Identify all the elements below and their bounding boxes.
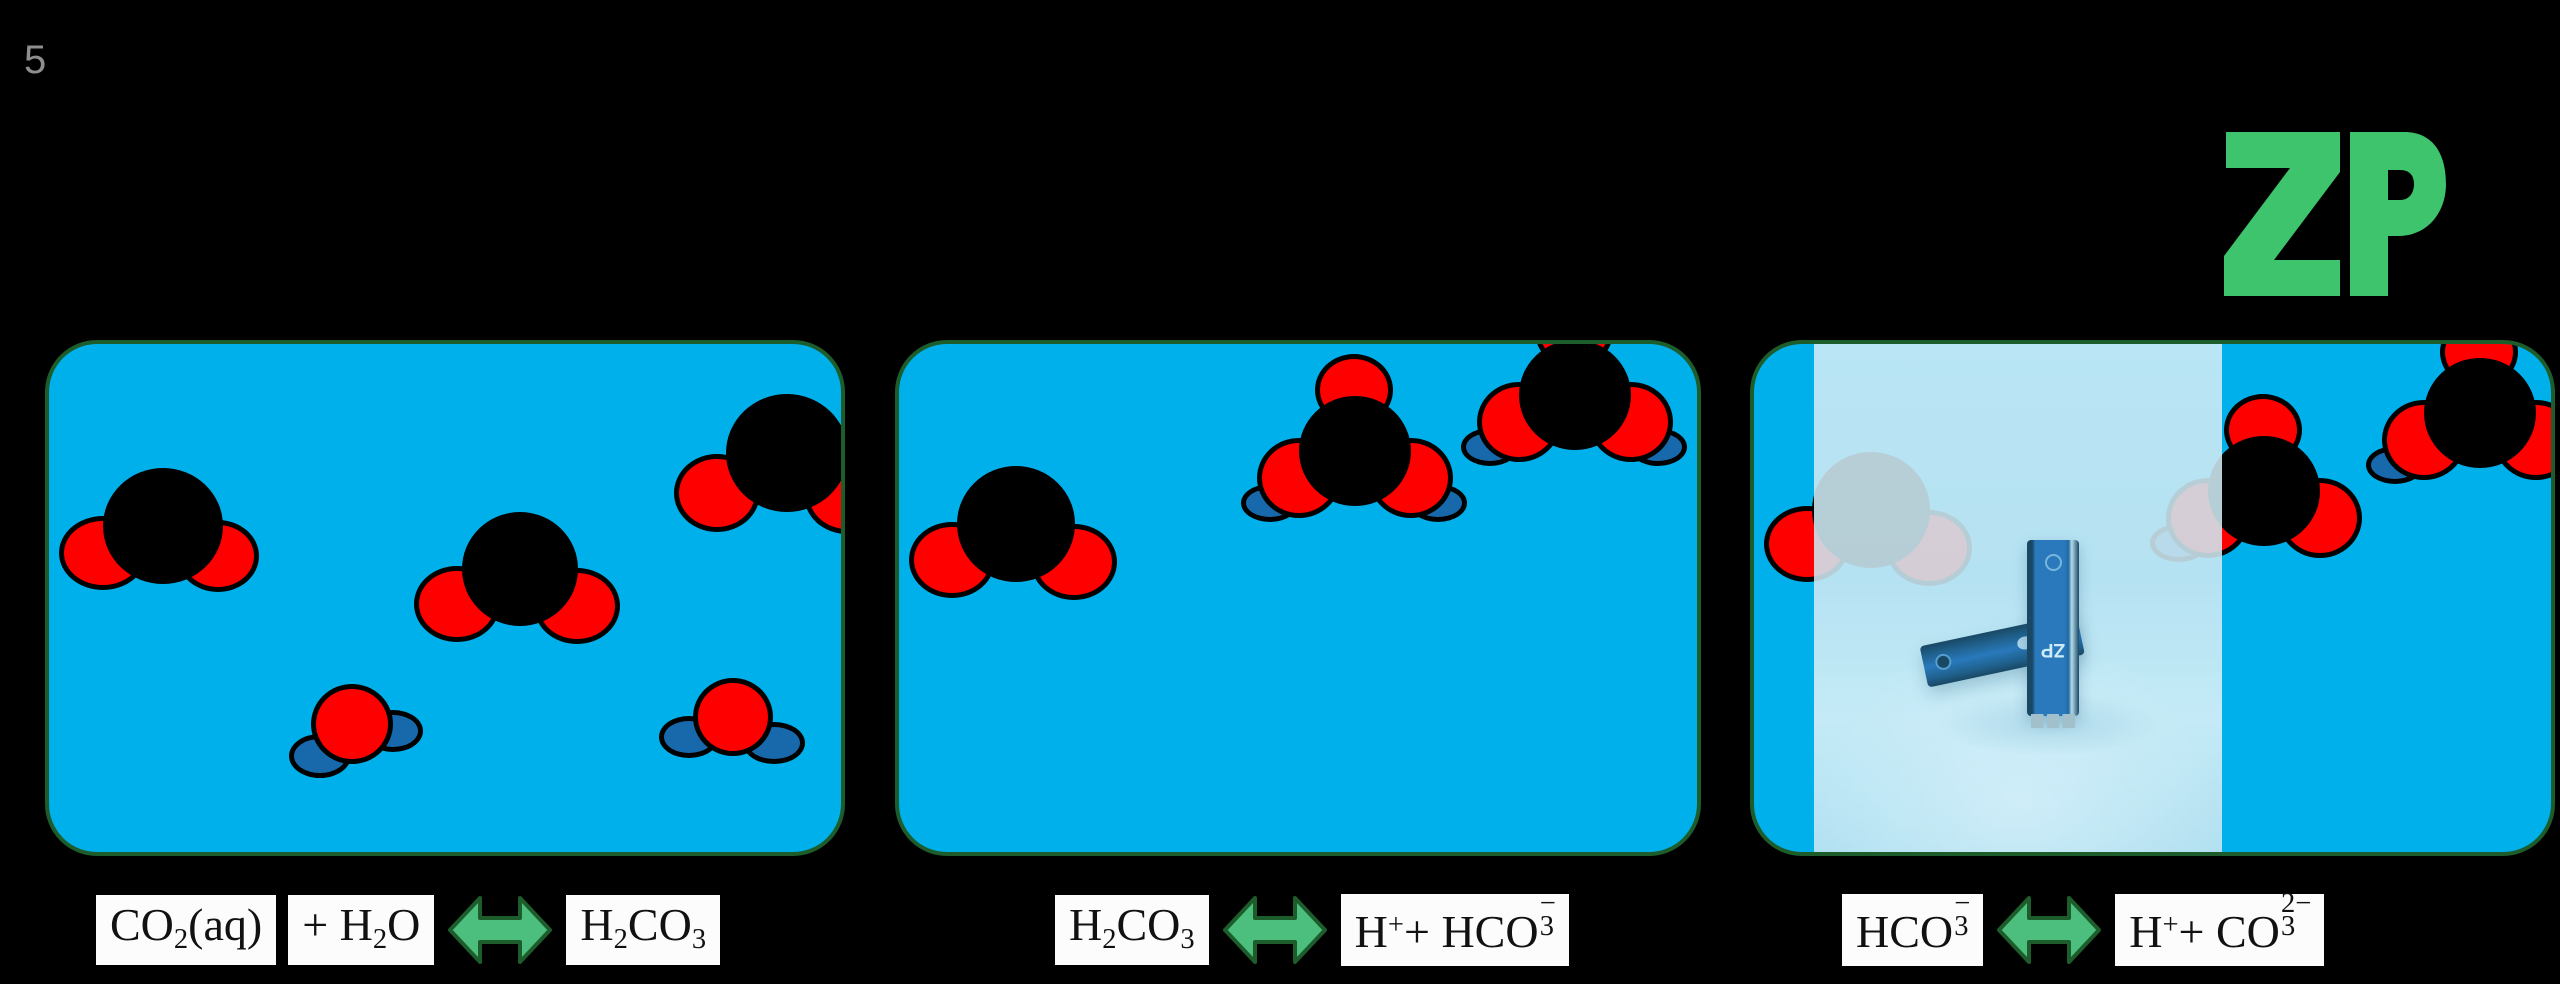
formula-text: (aq): [188, 899, 263, 951]
formula-hco3-minus: HCO−3: [1842, 888, 1984, 967]
carbon-atom: [462, 512, 578, 626]
formula-h2co3: H2CO3: [566, 895, 721, 965]
carbon-atom: [2208, 436, 2320, 546]
equilibrium-arrow-icon: [1997, 892, 2102, 968]
carbon-atom: [1519, 344, 1631, 450]
equilibrium-arrow-icon: [448, 892, 553, 968]
formula-text: H: [1354, 905, 1388, 957]
zp-logo-text: ZP: [2446, 128, 2447, 129]
formula-subscript: 2: [1102, 924, 1117, 956]
carbon-atom: [957, 466, 1075, 582]
formula-h2co3: H2CO3: [1055, 895, 1209, 965]
formula-charge-subscript: −3: [1954, 888, 1971, 942]
formula-subscript: 2: [173, 924, 189, 956]
formula-text: H: [2129, 905, 2163, 957]
formula-subscript: 3: [1180, 924, 1195, 956]
formula-subscript: 2: [372, 924, 388, 956]
slide-number: 5: [24, 38, 47, 82]
photo-shadow: [1934, 692, 2164, 756]
carbon-atom: [1299, 396, 1411, 506]
formula-superscript: +: [1387, 909, 1404, 941]
carbonic-acid-dissociation-panel: [895, 340, 1701, 856]
formula-text: H: [1069, 899, 1103, 951]
formula-charge-subscript: 2−3: [2281, 888, 2312, 942]
strip-port-icon: [1933, 652, 1953, 672]
formula-text: + CO: [2178, 905, 2280, 957]
strip-port-icon: [2045, 554, 2062, 571]
bicarbonate-dissociation-panel: ZP: [1750, 340, 2555, 856]
equilibrium-arrow-icon: [1222, 892, 1327, 968]
test-strip-lying: [1919, 613, 2085, 688]
carbon-atom: [1812, 452, 1930, 568]
formula-text: O: [387, 899, 421, 951]
oxygen-atom: [693, 678, 773, 756]
formula-text: + HCO: [1404, 905, 1539, 957]
co2-hydration-panel: [45, 340, 845, 856]
equation-row-carbonic-acid-dissociation: H2CO3 H++ HCO−3: [1055, 888, 1569, 972]
carbon-atom: [103, 468, 223, 584]
test-strip-photo-overlay: ZP: [1814, 344, 2222, 852]
strip-highlight: [2016, 634, 2035, 651]
formula-text: CO: [627, 899, 692, 951]
formula-text: CO: [1116, 899, 1181, 951]
formula-superscript: +: [2162, 909, 2179, 941]
formula-text: HCO: [1856, 905, 1954, 957]
formula-text: H: [580, 899, 614, 951]
formula-charge-subscript: −3: [1539, 888, 1556, 942]
test-strip-upright: ZP: [2027, 540, 2079, 728]
carbon-atom: [726, 394, 841, 512]
strip-brand-text: ZP: [2040, 639, 2066, 660]
formula-plus-water: + H2O: [288, 895, 435, 965]
formula-co2-aq: CO2(aq): [96, 895, 277, 965]
carbon-atom: [2424, 358, 2536, 468]
equation-row-co2-hydration: CO2(aq) + H2O H2CO3: [96, 888, 721, 972]
formula-subscript: 2: [613, 924, 628, 956]
formula-subscript: 3: [691, 924, 707, 956]
formula-text: CO: [110, 899, 174, 951]
formula-text: + H: [302, 899, 373, 951]
oxygen-atom: [311, 684, 393, 764]
zp-logo: ZP: [2222, 128, 2446, 300]
formula-h-plus-hco3-minus: H++ HCO−3: [1340, 888, 1569, 967]
